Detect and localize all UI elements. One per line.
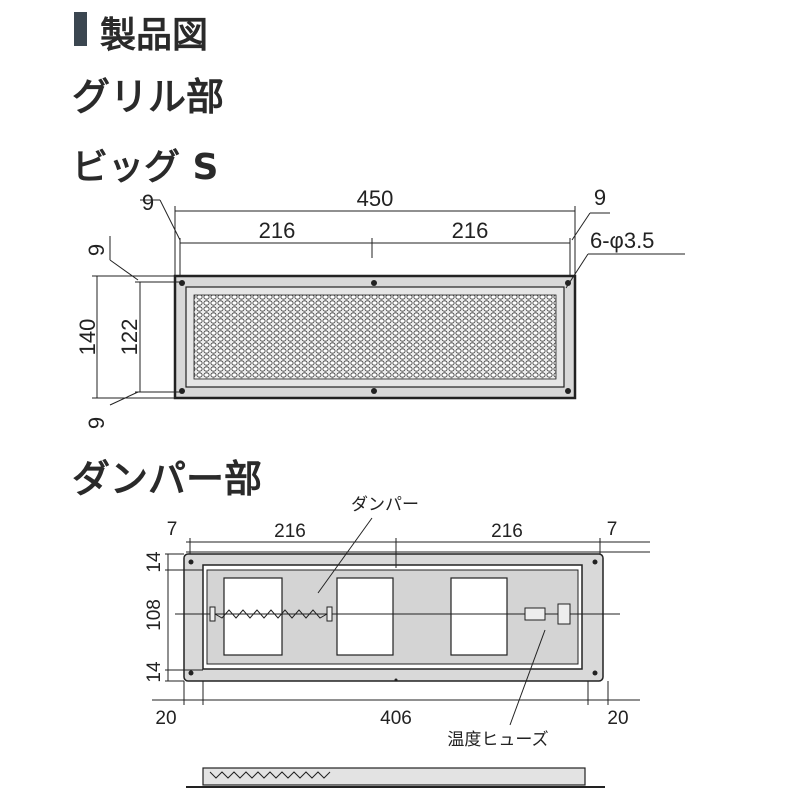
grille-perforation: [193, 294, 557, 380]
fuse-label: 温度ヒューズ: [447, 730, 548, 749]
damper-window: [336, 577, 394, 656]
dim-216-left-damper: 216: [274, 521, 306, 542]
dim-108: 108: [144, 599, 165, 631]
dim-140: 140: [75, 319, 100, 356]
dim-20-left: 20: [155, 708, 176, 729]
title-bar-marker: [74, 12, 87, 46]
dim-9-bottom: 9: [84, 417, 109, 429]
dim-450: 450: [357, 186, 394, 211]
dim-20-right: 20: [607, 708, 628, 729]
grille-drawing: [92, 199, 685, 406]
page-title: 製品図: [100, 15, 209, 56]
damper-drawing: [152, 517, 650, 788]
damper-side-view: [202, 767, 586, 786]
dim-14-bottom: 14: [144, 661, 165, 683]
dim-9-top: 9: [84, 244, 109, 256]
dim-406: 406: [380, 708, 412, 729]
dim-14-top: 14: [144, 551, 165, 573]
spring: [214, 609, 328, 619]
dim-7-right: 7: [607, 519, 618, 540]
section-damper-heading: ダンパー部: [72, 457, 263, 501]
damper-dimension-lines: [152, 517, 650, 726]
damper-window: [450, 577, 508, 656]
dim-216-right-damper: 216: [491, 521, 523, 542]
section-grille-heading: グリル部: [72, 75, 225, 119]
dim-9-left: 9: [142, 190, 154, 215]
mount-holes: [179, 280, 571, 394]
dim-216-left: 216: [259, 218, 296, 243]
dim-7-left: 7: [167, 519, 178, 540]
dim-122: 122: [117, 319, 142, 356]
model-name: ビッグ S: [72, 147, 219, 188]
dim-9-right: 9: [594, 185, 606, 210]
damper-window: [223, 577, 283, 656]
fuse: [524, 607, 546, 621]
hole-spec: 6-φ3.5: [590, 228, 654, 253]
dim-216-right: 216: [452, 218, 489, 243]
damper-label: ダンパー: [351, 495, 419, 514]
grille-dimension-lines: [92, 199, 685, 406]
